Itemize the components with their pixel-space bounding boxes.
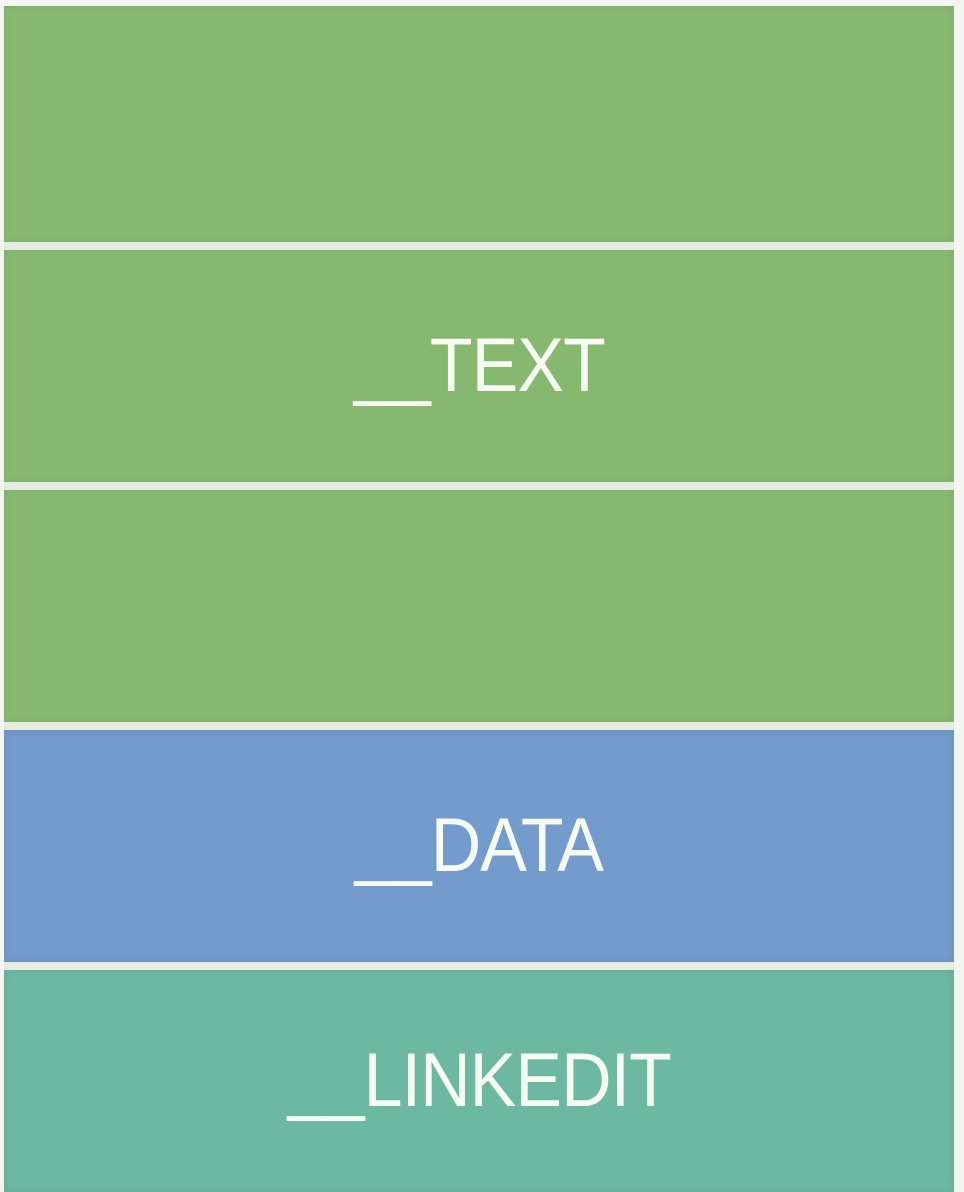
- text-segment-bottom: [4, 482, 954, 722]
- segment-label-data: __DATA: [354, 803, 604, 888]
- memory-layout-diagram: __TEXT __DATA __LINKEDIT: [4, 6, 954, 1192]
- segment-shadow-bottom: [4, 490, 954, 722]
- linkedit-segment: __LINKEDIT: [4, 962, 954, 1192]
- text-segment-top: [4, 6, 954, 242]
- segment-label-text: __TEXT: [353, 323, 606, 408]
- text-segment-label: __TEXT: [4, 242, 954, 482]
- segment-label-linkedit: __LINKEDIT: [287, 1038, 671, 1123]
- data-segment: __DATA: [4, 722, 954, 962]
- segment-shadow-top: [4, 6, 954, 242]
